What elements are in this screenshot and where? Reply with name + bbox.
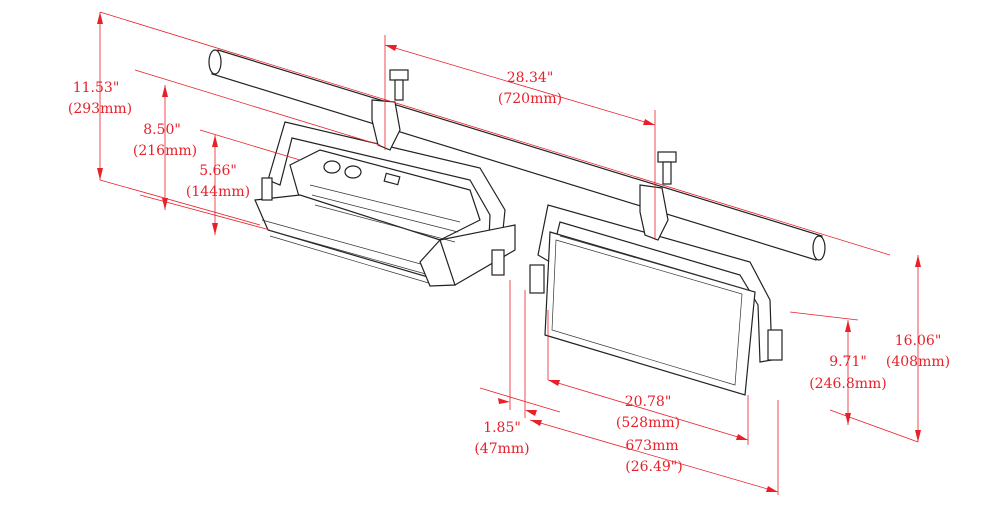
pipe-spacing-metric: (720mm) [498, 91, 562, 107]
body-depth-metric: (144mm) [186, 184, 250, 200]
panel-width-imperial: 20.78" [625, 394, 672, 410]
mounting-pipe [208, 49, 826, 261]
bracket-height-imperial: 8.50" [143, 122, 181, 138]
bracket-offset-imperial: 1.85" [483, 420, 521, 436]
overall-height-metric: (408mm) [886, 354, 950, 370]
overall-width-metric: 673mm [625, 438, 678, 454]
fixture-front-view [529, 151, 783, 396]
fixture-rear-view [254, 69, 516, 287]
panel-height-imperial: 9.71" [829, 354, 867, 370]
pipe-spacing-imperial: 28.34" [507, 70, 554, 86]
body-depth-imperial: 5.66" [199, 163, 237, 179]
total-height-metric: (293mm) [68, 101, 132, 117]
bracket-height-metric: (216mm) [133, 143, 197, 159]
overall-height-imperial: 16.06" [895, 333, 942, 349]
dimension-lines [97, 11, 921, 495]
bracket-offset-metric: (47mm) [474, 441, 529, 457]
panel-height-metric: (246.8mm) [809, 376, 887, 392]
panel-width-metric: (528mm) [616, 415, 680, 431]
total-height-imperial: 11.53" [73, 80, 120, 96]
overall-width-imperial: (26.49") [625, 459, 682, 475]
